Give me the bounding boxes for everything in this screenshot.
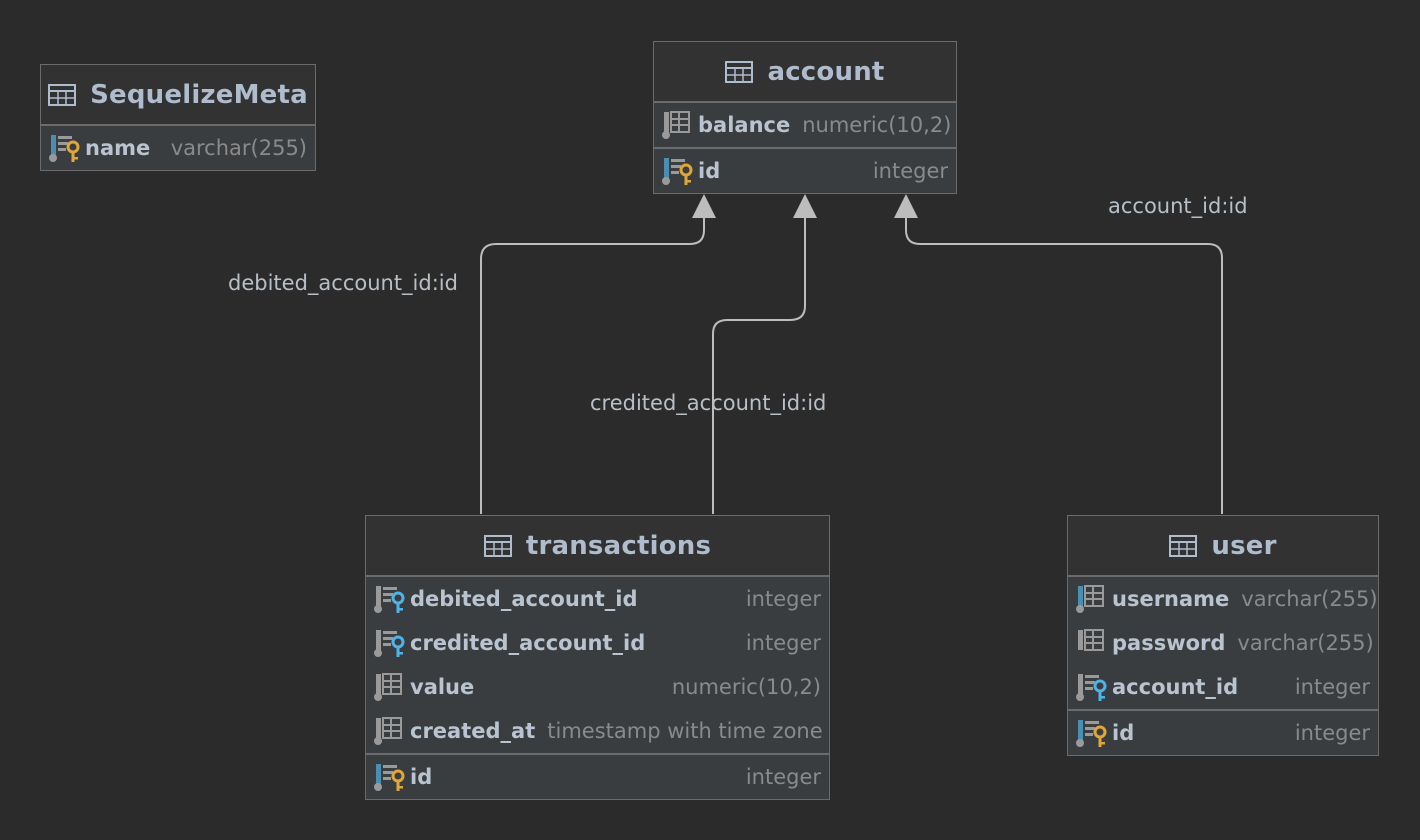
edge-label-debited: debited_account_id:id (228, 271, 458, 295)
column-row[interactable]: name varchar(255) (41, 126, 315, 170)
column-row[interactable]: credited_account_id integer (366, 621, 829, 665)
edge-label-credited: credited_account_id:id (590, 391, 827, 415)
column-row[interactable]: debited_account_id integer (366, 577, 829, 621)
column-row[interactable]: value numeric(10,2) (366, 665, 829, 709)
column-type: varchar(255) (1237, 631, 1374, 655)
table-header[interactable]: transactions (366, 516, 829, 577)
edge-label-user-account: account_id:id (1108, 194, 1248, 218)
column-name: credited_account_id (410, 631, 646, 655)
column-row[interactable]: balance numeric(10,2) (654, 103, 956, 147)
column-name: debited_account_id (410, 587, 638, 611)
table-title: user (1211, 530, 1277, 561)
key-separator (1068, 709, 1378, 711)
arrow-head-user (894, 194, 918, 218)
primary-key-column-icon (662, 158, 693, 185)
column-icon (374, 717, 402, 745)
table-title: SequelizeMeta (90, 79, 308, 110)
table-icon (483, 534, 512, 557)
table-account[interactable]: account balance numeric(10,2) id integer (653, 41, 957, 194)
column-type: varchar(255) (170, 136, 307, 160)
column-row[interactable]: password varchar(255) (1068, 621, 1378, 665)
column-name: username (1112, 587, 1230, 611)
column-type: integer (745, 765, 821, 789)
primary-key-column-icon (1076, 720, 1107, 747)
table-header[interactable]: SequelizeMeta (41, 65, 315, 126)
column-name: password (1112, 631, 1226, 655)
column-name: name (85, 136, 151, 160)
arrow-head-debited (692, 194, 716, 218)
table-header[interactable]: user (1068, 516, 1378, 577)
column-icon (1078, 629, 1104, 651)
column-name: created_at (410, 719, 536, 743)
table-user[interactable]: user username varchar(255) password varc… (1067, 515, 1379, 756)
column-name: id (1112, 721, 1135, 745)
foreign-key-column-icon (374, 586, 405, 613)
column-name: value (410, 675, 475, 699)
table-icon (725, 60, 754, 83)
column-icon (374, 673, 402, 701)
column-icon (1076, 585, 1104, 613)
table-title: transactions (525, 530, 712, 561)
column-type: numeric(10,2) (802, 113, 952, 137)
primary-key-column-icon (374, 764, 405, 791)
column-row[interactable]: id integer (654, 149, 956, 193)
table-sequelize-meta[interactable]: SequelizeMeta name varchar(255) (40, 64, 316, 171)
column-row[interactable]: id integer (366, 755, 829, 799)
column-row[interactable]: account_id integer (1068, 665, 1378, 709)
foreign-key-column-icon (374, 630, 405, 657)
table-icon (1169, 534, 1198, 557)
column-name: account_id (1112, 675, 1239, 699)
column-row[interactable]: username varchar(255) (1068, 577, 1378, 621)
edge-credited-account[interactable] (712, 212, 806, 514)
column-type: integer (745, 631, 821, 655)
column-type: integer (745, 587, 821, 611)
column-type: timestamp with time zone (547, 719, 823, 743)
table-title: account (767, 56, 885, 87)
column-name: balance (698, 113, 791, 137)
key-separator (654, 147, 956, 149)
column-type: integer (1294, 721, 1370, 745)
column-type: integer (1294, 675, 1370, 699)
key-separator (366, 753, 829, 755)
table-header[interactable]: account (654, 42, 956, 103)
edge-debited-account[interactable] (480, 212, 705, 514)
primary-key-column-icon (49, 135, 80, 162)
table-transactions[interactable]: transactions debited_account_id integer … (365, 515, 830, 800)
column-name: id (410, 765, 433, 789)
edge-user-account[interactable] (905, 212, 1223, 514)
column-row[interactable]: created_at timestamp with time zone (366, 709, 829, 753)
table-icon (48, 83, 77, 106)
foreign-key-column-icon (1076, 674, 1107, 701)
column-row[interactable]: id integer (1068, 711, 1378, 755)
column-name: id (698, 159, 721, 183)
column-type: integer (872, 159, 948, 183)
arrow-head-credited (793, 194, 817, 218)
column-type: varchar(255) (1241, 587, 1378, 611)
column-type: numeric(10,2) (671, 675, 821, 699)
column-icon (662, 111, 690, 139)
